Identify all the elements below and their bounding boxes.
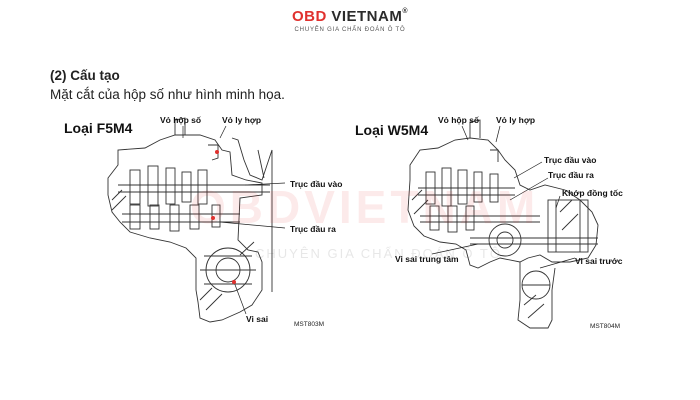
header-logo: OBD VIETNAM® CHUYÊN GIA CHẨN ĐOÁN Ô TÔ — [0, 8, 700, 33]
f5m4-label-clutch-case: Vỏ ly hợp — [222, 115, 262, 125]
logo-wordmark: OBD VIETNAM® — [292, 8, 408, 26]
f5m4-cross-section — [107, 117, 273, 323]
f5m4-label-differential: Vi sai — [246, 314, 269, 324]
w5m4-cross-section — [407, 119, 599, 329]
f5m4-label-input-shaft: Trục đầu vào — [290, 179, 343, 189]
w5m4-label-output-shaft: Trục đầu ra — [548, 170, 594, 180]
w5m4-label-center-diff: Vi sai trung tâm — [395, 254, 459, 264]
w5m4-label-gear-case: Vỏ hộp số — [438, 115, 480, 125]
w5m4-label-clutch-case: Vỏ ly hợp — [496, 115, 536, 125]
w5m4-figure-code: MST804M — [590, 323, 620, 330]
section-heading: (2) Cấu tạo — [50, 68, 120, 83]
type-label-f5m4: Loại F5M4 — [64, 120, 133, 136]
type-label-w5m4: Loại W5M4 — [355, 122, 429, 138]
w5m4-label-cv-joint: Khớp đồng tốc — [562, 188, 623, 198]
logo-registered-mark: ® — [402, 8, 408, 15]
f5m4-callout-markers — [211, 150, 236, 284]
w5m4-label-input-shaft: Trục đầu vào — [544, 155, 597, 165]
f5m4-leader-lines — [182, 125, 286, 315]
logo-obd-text: OBD — [292, 8, 327, 25]
section-description: Mặt cắt của hộp số như hình minh họa. — [50, 87, 285, 102]
f5m4-label-output-shaft: Trục đầu ra — [290, 224, 336, 234]
logo-vietnam-text: VIETNAM — [331, 8, 403, 25]
logo-tagline: CHUYÊN GIA CHẨN ĐOÁN Ô TÔ — [294, 27, 406, 33]
w5m4-leader-lines — [431, 125, 576, 269]
f5m4-figure-code: MST803M — [294, 321, 324, 328]
f5m4-label-gear-case: Vỏ hộp số — [160, 115, 202, 125]
w5m4-label-front-diff: Vi sai trước — [575, 256, 623, 266]
